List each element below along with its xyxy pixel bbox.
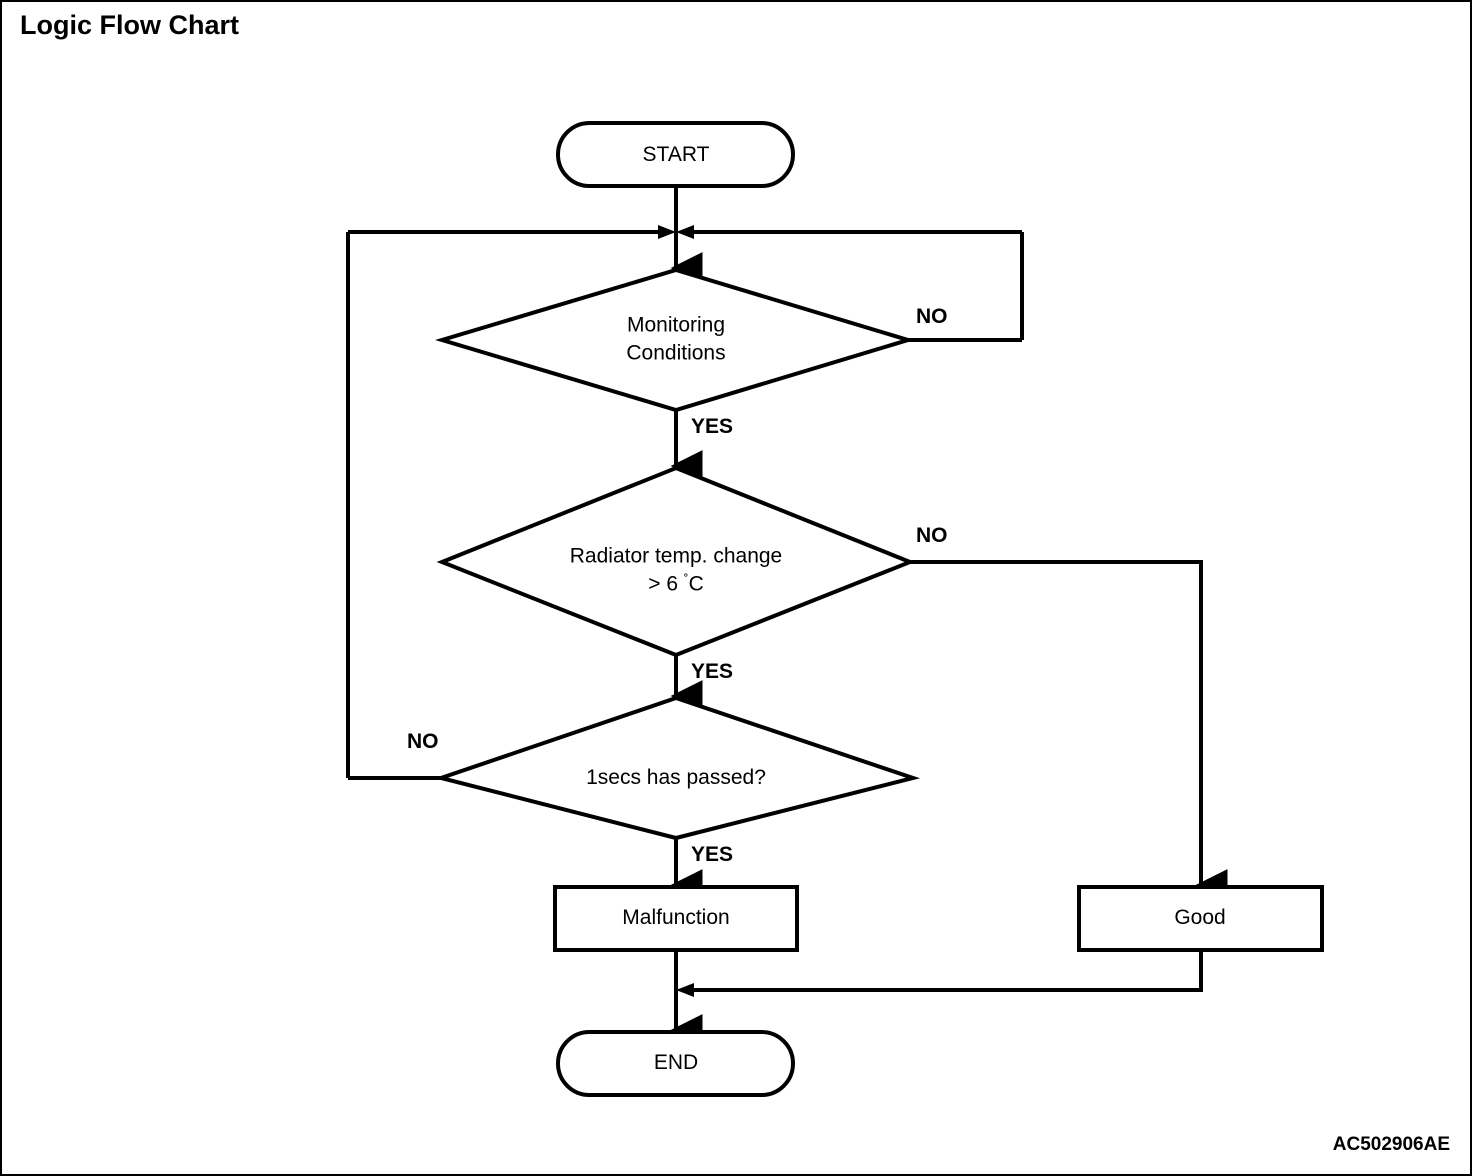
radiator-threshold: > 6 <box>648 573 684 596</box>
start-label: START <box>642 142 710 166</box>
branch-label-monitoring-yes: YES <box>691 415 734 438</box>
radiator-line-2: > 6 ˚C <box>648 572 704 596</box>
merge-arrowhead <box>676 983 694 997</box>
monitoring-line-1: Monitoring <box>626 313 726 337</box>
timer-check-label: 1secs has passed? <box>586 765 766 789</box>
loopback-left-arrowhead <box>658 225 676 239</box>
branch-label-radiator-no: NO <box>916 524 948 547</box>
edge-radiator-no-to-good <box>910 560 1228 901</box>
degree-icon: ˚ <box>683 572 689 588</box>
branch-label-monitoring-no: NO <box>916 305 948 328</box>
page-title: Logic Flow Chart <box>20 10 239 40</box>
branch-label-radiator-yes: YES <box>691 660 734 683</box>
node-malfunction <box>553 885 799 952</box>
node-good <box>1077 885 1324 952</box>
node-end <box>556 1030 795 1097</box>
loopback-right-arrowhead <box>676 225 694 239</box>
reference-code: AC502906AE <box>1332 1134 1450 1155</box>
end-label: END <box>653 1050 699 1074</box>
monitoring-conditions-label: Monitoring Conditions <box>626 312 725 369</box>
edge-good-to-merge <box>691 950 1203 992</box>
radiator-temp-label: Radiator temp. change > 6 ˚C <box>570 543 782 600</box>
malfunction-label: Malfunction <box>622 905 730 929</box>
monitoring-line-2: Conditions <box>626 342 726 365</box>
branch-label-timer-yes: YES <box>691 843 734 866</box>
branch-label-timer-no: NO <box>407 730 439 753</box>
radiator-unit: C <box>688 573 704 596</box>
good-label: Good <box>1174 905 1226 929</box>
radiator-line-1: Radiator temp. change <box>569 544 783 568</box>
